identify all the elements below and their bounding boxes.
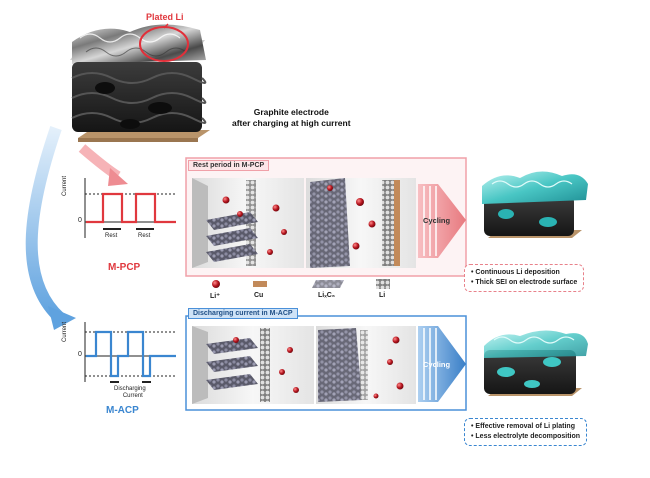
legend-li-ion-label: Li⁺: [210, 293, 220, 300]
acp-axis-label: Current: [62, 321, 68, 342]
pcp-axis-label: Current: [62, 175, 68, 196]
acp-discharge-label: Discharging Current: [114, 386, 146, 400]
pcp-name: M-PCP: [108, 262, 141, 273]
pcp-zero-label: 0: [78, 217, 82, 224]
legend-cu-label: Cu: [254, 292, 264, 299]
acp-zero-label: 0: [78, 351, 82, 358]
pcp-rest-label-2: Rest: [138, 233, 151, 239]
note-top: • Continuous Li deposition • Thick SEI o…: [464, 264, 585, 292]
electrode-block-clean: [484, 330, 588, 396]
electrode-caption-line-2: after charging at high current: [232, 118, 351, 128]
cycling-label-bottom: Cycling: [423, 360, 451, 369]
acp-waveform: [84, 322, 176, 383]
note-bottom-line-2: • Less electrolyte decomposition: [471, 433, 581, 440]
arc-arrow-to-acp: [25, 126, 65, 323]
note-top-line-2: • Thick SEI on electrode surface: [471, 279, 578, 286]
acp-name: M-ACP: [106, 405, 139, 416]
panel-top-title: Rest period in M-PCP: [188, 160, 270, 171]
panel-top: [185, 157, 467, 277]
electrode-block-sei: [482, 171, 588, 238]
arc-arrow-to-acp-head: [48, 306, 76, 330]
plated-li-label: Plated Li: [146, 12, 184, 22]
note-bottom-line-1: • Effective removal of Li plating: [471, 423, 575, 430]
panel-bottom-title: Discharging current in M-ACP: [188, 308, 298, 319]
acp-discharge-label-line-1: Discharging: [114, 386, 146, 392]
legend-symbols: [212, 279, 390, 289]
electrode-caption-line-1: Graphite electrode: [253, 107, 329, 117]
legend-lic6-label: LiₓC₆: [318, 292, 336, 299]
acp-discharge-label-line-2: Current: [122, 393, 143, 399]
arc-arrow-to-pcp-head: [108, 168, 128, 186]
note-top-line-1: • Continuous Li deposition: [471, 269, 560, 276]
electrode-caption: Graphite electrode after charging at hig…: [232, 107, 351, 129]
note-bottom: • Effective removal of Li plating • Less…: [464, 418, 588, 446]
electrode-block-top: [70, 24, 210, 142]
cycling-label-top: Cycling: [423, 216, 451, 225]
pcp-rest-label-1: Rest: [105, 233, 118, 239]
panel-bottom: [185, 315, 467, 411]
pcp-waveform: [84, 178, 176, 238]
legend-li-label: Li: [379, 292, 386, 299]
plated-li-pointer: [163, 23, 169, 29]
